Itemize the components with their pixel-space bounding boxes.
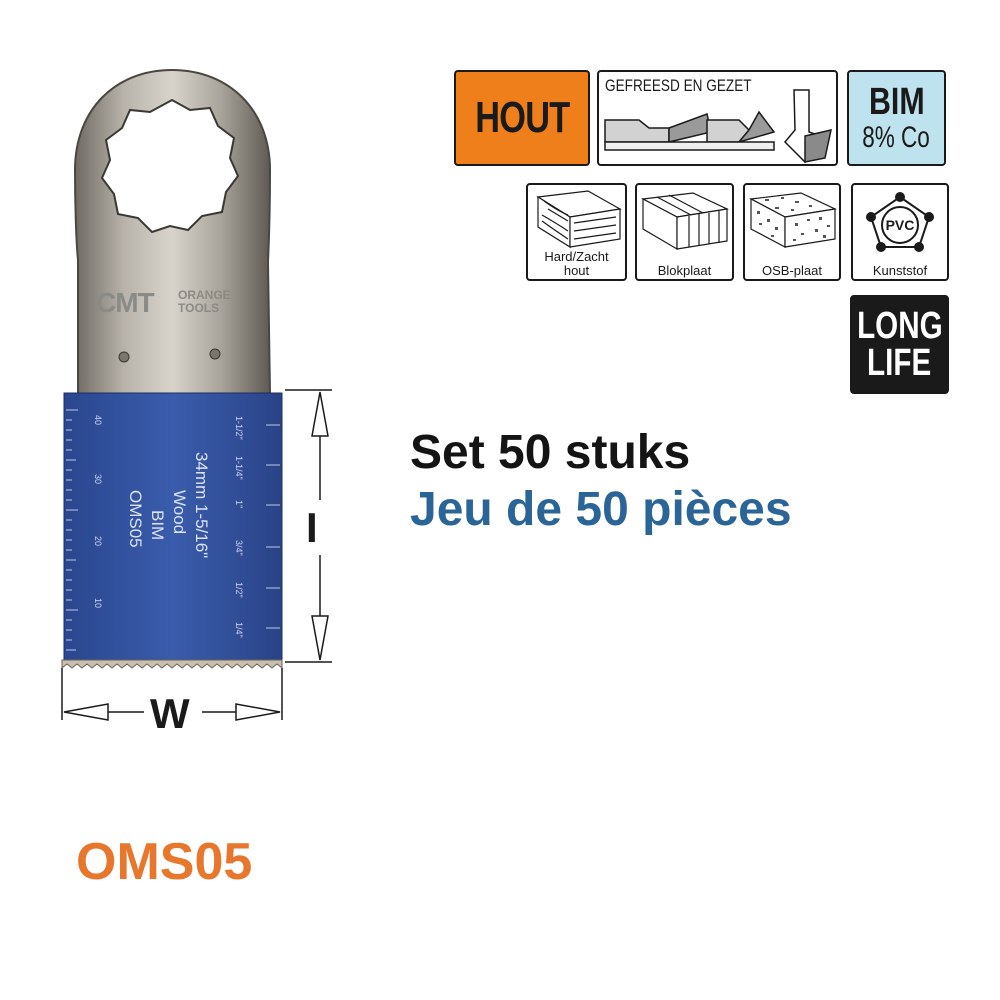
material-badge-label: HOUT [474, 93, 570, 142]
tooth-profile-icon [604, 89, 832, 164]
set-quantity-dutch: Set 50 stuks [410, 426, 691, 479]
blade-blue-section [63, 392, 283, 662]
pvc-symbol: PVC [886, 217, 915, 233]
metric-tick-label: 30 [93, 474, 103, 484]
material-osb: OSB-plaat [743, 183, 841, 281]
material-blockboard: Blokplaat [635, 183, 734, 281]
tooth-type-label: GEFREESD EN GEZET [605, 76, 752, 95]
inch-tick-label: 1-1/2" [234, 416, 244, 440]
rivet [209, 348, 221, 360]
osb-board-icon [749, 192, 838, 248]
alloy-badge: BIM 8% Co [847, 70, 946, 166]
blade-mount-hole [100, 98, 240, 234]
long-life-badge: LONG LIFE [850, 295, 949, 394]
material-label: Blokplaat [657, 263, 712, 278]
engraving-material: Wood [170, 490, 189, 534]
set-quantity-french: Jeu de 50 pièces [410, 483, 792, 536]
long-life-line2: LIFE [867, 341, 932, 384]
wood-grain-icon [536, 190, 622, 249]
material-label: OSB-plaat [762, 263, 822, 278]
long-life-line1: LONG [856, 305, 943, 348]
rivet [118, 351, 130, 363]
material-label-line2: hout [563, 263, 590, 278]
width-label: W [150, 690, 190, 737]
inch-tick-label: 1" [234, 500, 244, 508]
brand-sub-2: TOOLS [178, 301, 219, 315]
engraving-code: OMS05 [126, 490, 145, 548]
material-label: Kunststof [872, 263, 928, 278]
product-code: OMS05 [76, 833, 253, 891]
inch-tick-label: 1/2" [234, 582, 244, 598]
inch-tick-label: 3/4" [234, 540, 244, 556]
blade-teeth [61, 659, 283, 670]
brand-sub-1: ORANGE [178, 288, 231, 302]
alloy-badge-line2: 8% Co [862, 121, 931, 154]
metric-scale [66, 409, 78, 651]
metric-tick-label: 40 [93, 415, 103, 425]
width-dimension [61, 668, 283, 721]
brand-logo: CMT [96, 287, 155, 318]
metric-tick-label: 20 [93, 536, 103, 546]
metric-tick-label: 10 [93, 598, 103, 608]
height-label: I [306, 504, 318, 551]
blockboard-icon [641, 192, 730, 251]
inch-tick-label: 1-1/4" [234, 456, 244, 480]
engraving-alloy: BIM [148, 510, 167, 540]
material-plastic: PVC Kunststof [851, 183, 949, 281]
material-label-line1: Hard/Zacht [544, 249, 609, 264]
tooth-type-badge: GEFREESD EN GEZET [597, 70, 838, 166]
alloy-badge-line1: BIM [868, 81, 925, 123]
height-dimension [285, 389, 332, 663]
blade-illustration: 40 30 20 10 1-1/2" 1-1/4" 1" 3/4" 1/2" 1… [61, 68, 332, 737]
engraving-size: 34mm 1-5/16" [192, 452, 211, 558]
inch-scale [266, 424, 280, 629]
material-hard-soft-wood: Hard/Zacht hout [526, 183, 627, 281]
pvc-molecule-icon: PVC [866, 192, 934, 252]
inch-tick-label: 1/4" [234, 622, 244, 638]
material-badge: HOUT [454, 70, 590, 166]
